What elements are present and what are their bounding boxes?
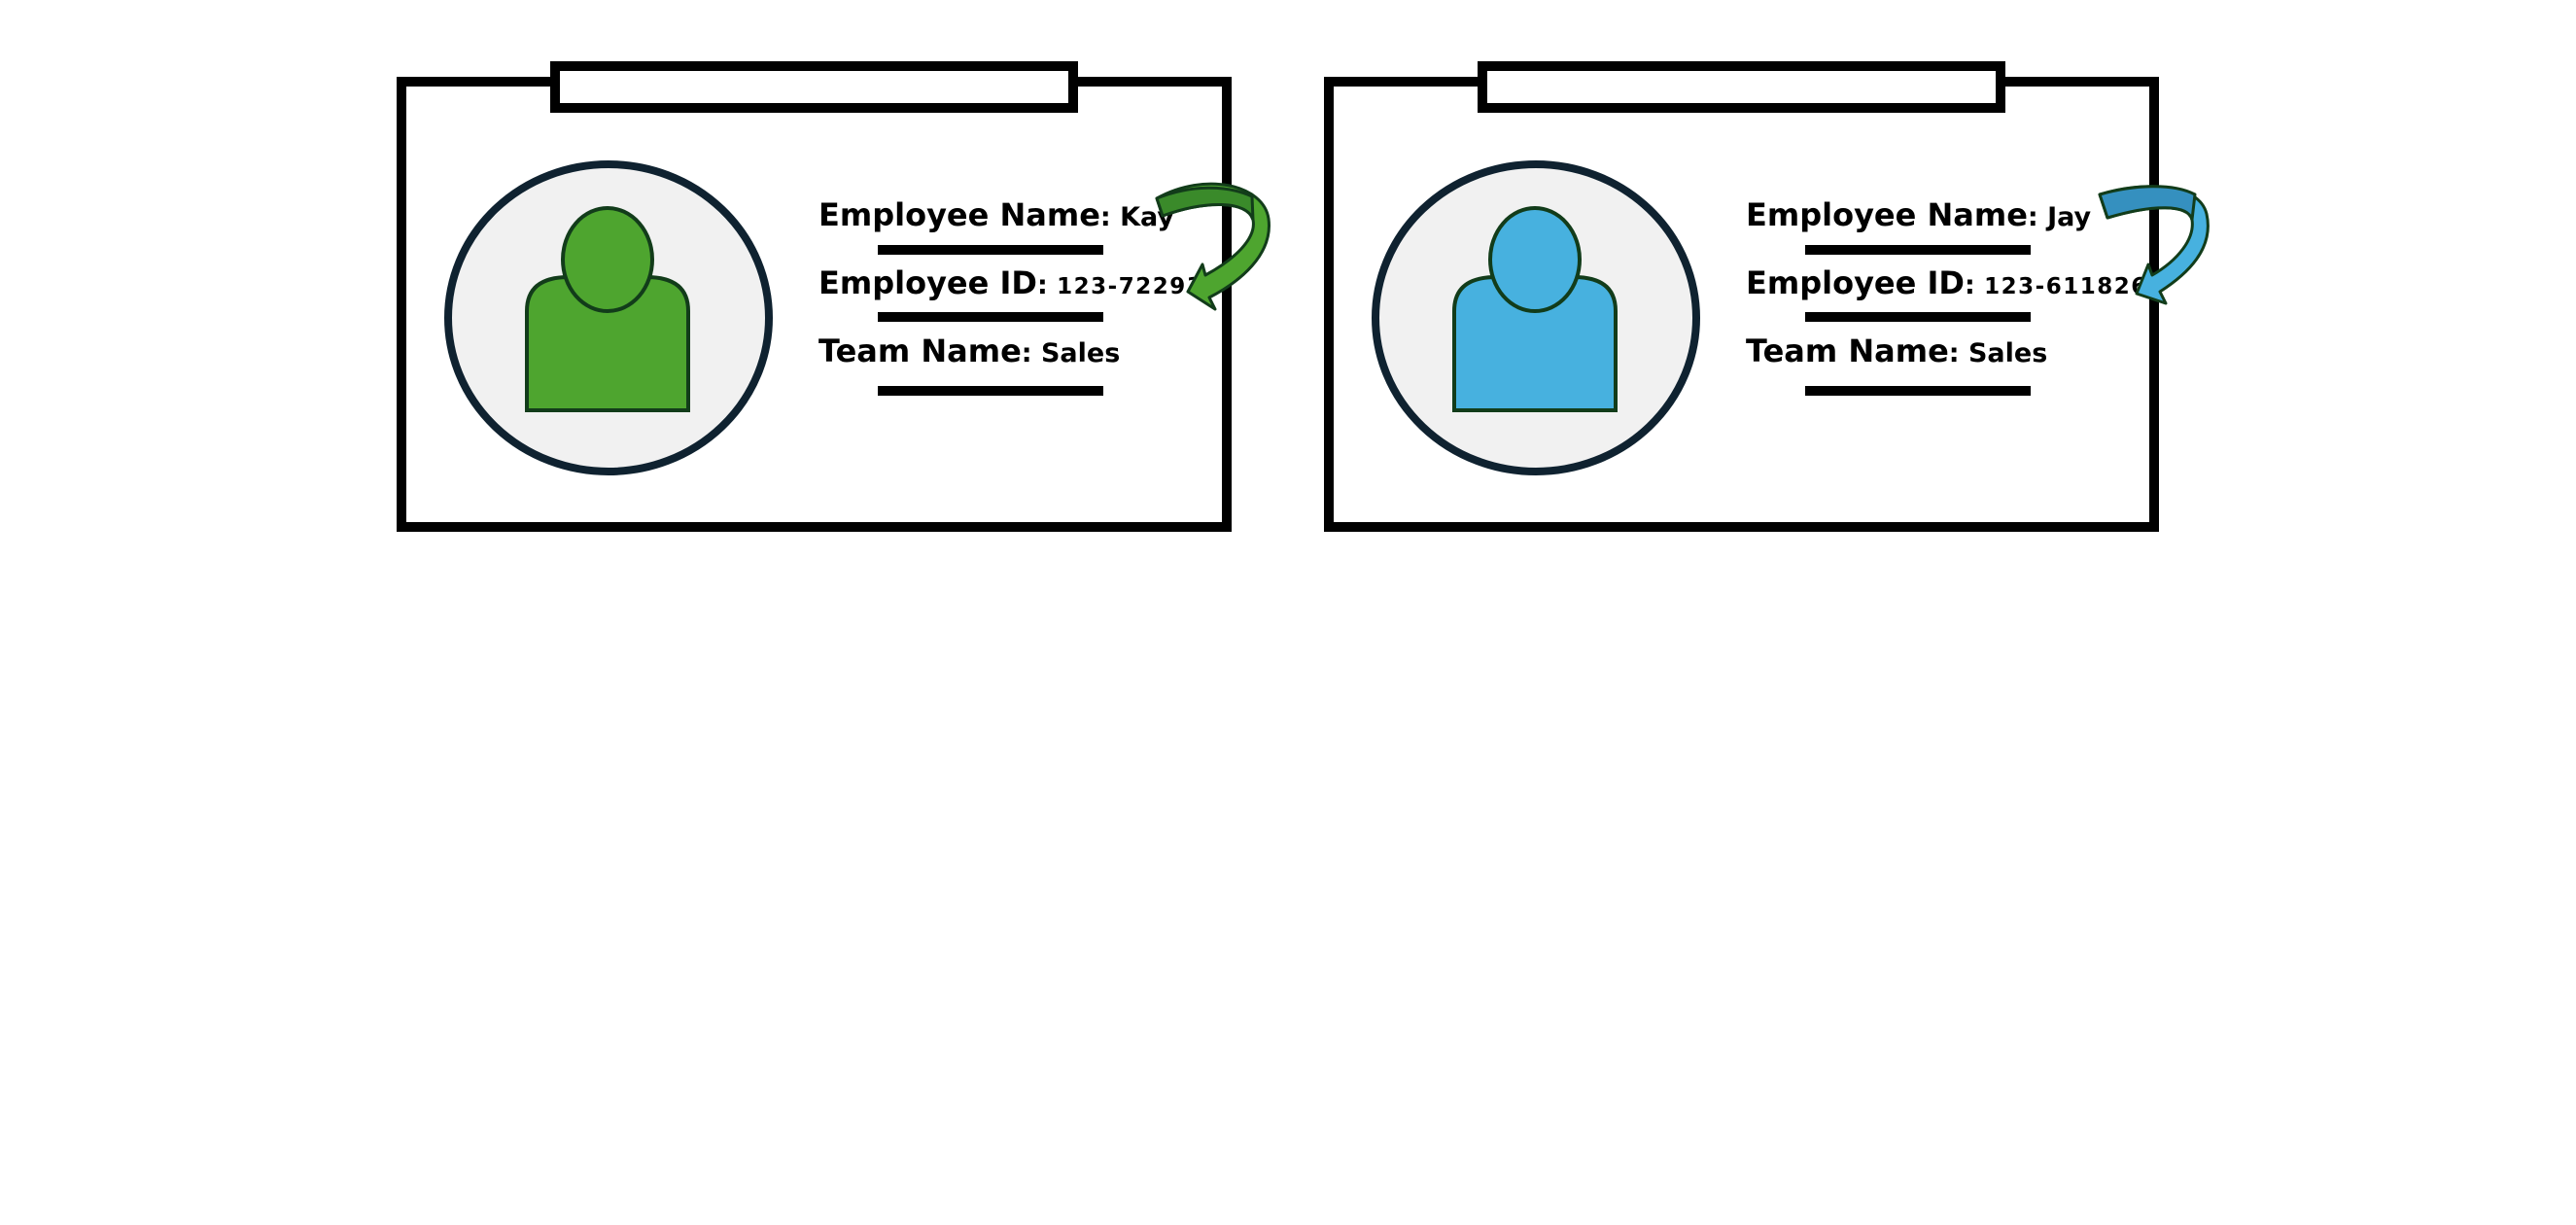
badge-clip-slot xyxy=(550,61,1078,113)
id-badge-card: Employee Name: Kay Employee ID: 123-7229… xyxy=(397,61,1271,532)
svg-text:Employee Name: Kay: Employee Name: Kay xyxy=(818,196,1174,233)
person-icon xyxy=(1452,206,1618,412)
curved-arrow-icon xyxy=(2098,185,2210,305)
team-name-value: Sales xyxy=(1968,338,2047,368)
id-badge-card: Employee Name: Jay Employee ID: 123-6118… xyxy=(1324,61,2210,532)
person-icon xyxy=(525,206,690,412)
svg-text:Employee Name: Jay: Employee Name: Jay xyxy=(1746,196,2092,233)
svg-text:Employee ID: 123-611826: Employee ID: 123-611826 xyxy=(1746,264,2148,301)
id-underline xyxy=(1805,312,2031,322)
employee-name-label: Employee Name xyxy=(1746,196,2028,233)
id-underline xyxy=(878,312,1103,322)
team-name-label: Team Name xyxy=(818,332,1022,369)
badge-clip-slot xyxy=(1478,61,2005,113)
curved-arrow-icon xyxy=(1155,182,1271,311)
employee-id-value: 123-611826 xyxy=(1984,274,2148,299)
employee-name-label: Employee Name xyxy=(818,196,1100,233)
employee-name-value: Jay xyxy=(2045,202,2091,232)
employee-id-label: Employee ID xyxy=(1746,264,1965,301)
employee-id-label: Employee ID xyxy=(818,264,1037,301)
team-underline xyxy=(1805,386,2031,396)
name-underline xyxy=(878,245,1103,255)
svg-text:Team Name: Sales: Team Name: Sales xyxy=(1746,332,2047,369)
svg-text:Team Name: Sales: Team Name: Sales xyxy=(818,332,1120,369)
team-underline xyxy=(878,386,1103,396)
team-name-value: Sales xyxy=(1041,338,1120,368)
team-name-label: Team Name xyxy=(1746,332,1949,369)
name-underline xyxy=(1805,245,2031,255)
